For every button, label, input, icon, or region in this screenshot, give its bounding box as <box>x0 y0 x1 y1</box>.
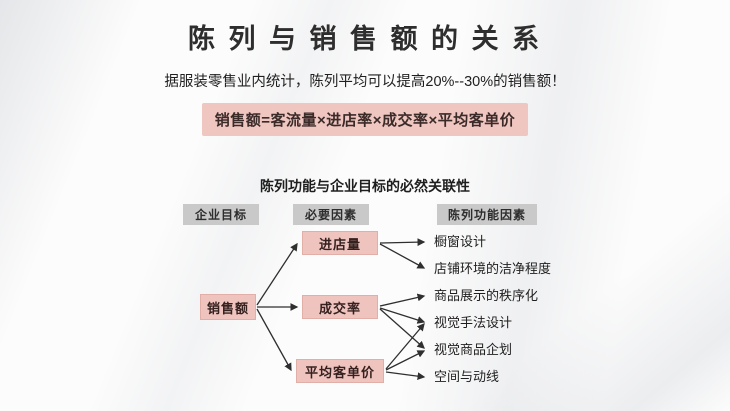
goal-box-sales: 销售额 <box>200 294 256 320</box>
arrow-avg-to-visual-technique <box>385 323 425 370</box>
arrow-sales-to-entry <box>256 242 298 306</box>
arrow-deal-to-visual-technique <box>379 307 426 324</box>
factor-box-avg-ticket: 平均客单价 <box>296 359 384 383</box>
slide-title: 陈 列 与 销 售 额 的 关 系 <box>187 24 542 54</box>
arrow-avg-to-space <box>385 371 426 381</box>
factor-box-deal-rate: 成交率 <box>302 295 378 319</box>
column-header-necessary-factors: 必要因素 <box>293 204 369 225</box>
arrow-entry-to-cleanliness <box>379 243 426 269</box>
column-header-display-function-factors: 陈列功能因素 <box>437 204 537 225</box>
column-header-enterprise-goal: 企业目标 <box>183 204 259 225</box>
formula-badge: 销售额=客流量×进店率×成交率×平均客单价 <box>201 103 529 136</box>
display-function-item-visual-merchandising: 视觉商品企划 <box>434 342 513 357</box>
slide-subtitle: 据服装零售业内统计，陈列平均可以提高20%--30%的销售额！ <box>164 74 566 90</box>
arrow-deal-to-order <box>379 293 426 307</box>
display-function-item-window-design: 橱窗设计 <box>434 234 487 249</box>
display-function-item-space-flow: 空间与动线 <box>434 369 500 384</box>
display-function-item-visual-technique: 视觉手法设计 <box>434 315 513 330</box>
arrow-avg-to-visual-merch <box>385 350 426 371</box>
arrow-entry-to-window <box>379 238 426 247</box>
factor-box-store-entry: 进店量 <box>302 231 378 255</box>
section-title: 陈列功能与企业目标的必然关联性 <box>260 178 470 194</box>
arrow-deal-to-visual-merch <box>379 308 425 349</box>
display-function-item-cleanliness: 店铺环境的洁净程度 <box>434 261 552 276</box>
formula-row: 销售额=客流量×进店率×成交率×平均客单价 <box>0 103 730 136</box>
display-function-item-order: 商品展示的秩序化 <box>434 288 539 303</box>
arrow-sales-to-avgticket <box>256 308 292 372</box>
